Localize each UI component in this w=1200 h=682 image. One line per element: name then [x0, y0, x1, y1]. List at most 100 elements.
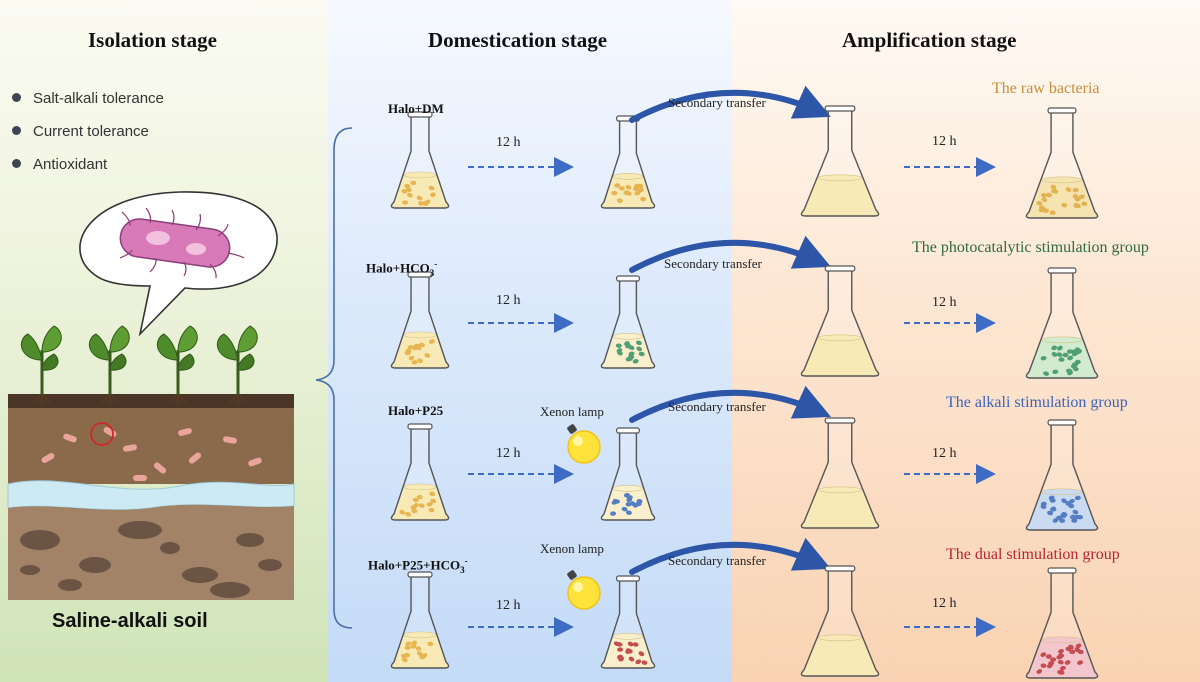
bacteria-dot — [1051, 345, 1058, 351]
bacteria-dot — [1046, 192, 1053, 198]
bacteria-dot — [638, 651, 645, 657]
bacteria-dot — [1074, 359, 1081, 365]
bacteria-dot — [429, 192, 436, 197]
bacteria-dot — [404, 350, 411, 356]
soil-stone — [258, 559, 282, 571]
bacteria-dot — [424, 353, 431, 358]
bullet-dot-icon — [12, 159, 21, 168]
bacteria-dot — [618, 186, 625, 191]
bacteria-dot — [1050, 184, 1057, 190]
bacteria-dot — [418, 503, 425, 508]
liquid-surface — [1041, 176, 1083, 184]
liquid-surface — [817, 334, 863, 342]
amplification-flask — [800, 265, 880, 377]
amplification-time: 12 h — [932, 446, 957, 461]
bacteria-dot — [1047, 510, 1054, 516]
plant-leaf — [156, 333, 179, 361]
bracket-brace — [315, 127, 353, 629]
bacteria-dot — [635, 659, 642, 665]
final-flask — [1025, 567, 1099, 679]
condition-label: Halo+P25+HCO3- — [368, 556, 468, 575]
bacterium-flagellum — [149, 257, 157, 273]
bacteria-dot — [636, 346, 643, 352]
flask-rim — [1047, 107, 1077, 114]
trait-item: Current tolerance — [12, 123, 149, 140]
lamp-socket — [567, 570, 577, 580]
liquid-surface — [1041, 336, 1083, 344]
culture-flask — [390, 111, 450, 209]
bacteria-dot — [1068, 503, 1075, 509]
flask-glass — [800, 570, 880, 677]
bacteria-dot — [1052, 189, 1059, 194]
transfer-arrow — [629, 537, 831, 575]
bacteria-dot — [1071, 518, 1078, 523]
bacteria-dot — [410, 180, 417, 186]
bacterium-flagellum — [217, 223, 229, 237]
bacteria-dot — [421, 653, 428, 658]
lamp-label: Xenon lamp — [540, 541, 604, 556]
amplification-stage-title: Amplification stage — [842, 28, 1017, 52]
groundwater-band — [7, 480, 295, 511]
bacteria-dot — [1043, 371, 1050, 376]
soil-bacterium — [41, 453, 55, 463]
bacteria-dot — [1040, 652, 1047, 657]
plant-leaf — [237, 353, 255, 371]
bacteria-dot — [626, 495, 633, 500]
liquid-surface — [817, 486, 863, 494]
lamp-label: Xenon lamp — [540, 404, 604, 419]
bacteria-dot — [418, 201, 424, 206]
bacteria-dot — [1046, 663, 1053, 669]
flask-glass — [800, 422, 880, 529]
bacteria-dot — [617, 654, 623, 660]
plant-leaf — [177, 325, 198, 353]
bacteria-dot — [1061, 498, 1067, 504]
bacteria-dot — [1036, 669, 1043, 674]
bacteria-dot — [1041, 193, 1047, 198]
flask-glass — [600, 580, 656, 669]
bacteria-dot — [1041, 197, 1048, 203]
soil-stone — [236, 533, 264, 547]
bacteria-dot — [1067, 355, 1074, 361]
soil-label: Saline-alkali soil — [52, 610, 208, 632]
bacteria-dot — [411, 360, 418, 365]
plant-leaf — [237, 325, 258, 353]
bacteria-dot — [1049, 498, 1056, 503]
soil-bacterium — [123, 444, 137, 452]
flask-rim — [824, 265, 856, 272]
flask-rim — [407, 423, 433, 430]
lamp-bulb — [567, 430, 601, 464]
final-flask — [1025, 419, 1099, 531]
domestication-time: 12 h — [496, 135, 521, 150]
bacteria-dot — [1050, 507, 1057, 512]
flask-rim — [1047, 419, 1077, 426]
bacteria-dot — [412, 497, 419, 503]
domesticated-flask — [600, 427, 656, 521]
bacteria-dot — [1045, 654, 1052, 659]
bacteria-dot — [401, 657, 408, 663]
soil-crust — [8, 394, 294, 408]
transfer-label: Secondary transfer — [668, 95, 766, 110]
bacteria-dot — [1078, 194, 1085, 199]
bacteria-dot — [1072, 509, 1079, 515]
bacteria-dot — [1059, 665, 1066, 671]
bacteria-dot — [410, 644, 417, 649]
culture-flask — [390, 271, 450, 369]
amplification-time: 12 h — [932, 134, 957, 149]
bacteria-dot — [408, 355, 415, 361]
bacteria-dot — [625, 502, 632, 507]
bacteria-dot — [638, 351, 645, 357]
group-label: The photocatalytic stimulation group — [912, 239, 1149, 256]
soil-bacterium — [153, 462, 167, 474]
bacteria-dot — [611, 500, 618, 505]
bacteria-dot — [1056, 352, 1063, 358]
flask-glass — [1025, 424, 1099, 531]
bacterium-spot — [146, 231, 170, 245]
bacteria-dot — [1062, 352, 1069, 358]
soil-bacterium — [223, 436, 237, 444]
flask-liquid — [391, 334, 449, 368]
bacteria-dot — [1050, 657, 1057, 662]
flask-rim — [407, 571, 433, 578]
soil-stone — [79, 557, 111, 573]
bacteria-dot — [1072, 187, 1079, 193]
soil-bacterium — [188, 452, 202, 464]
